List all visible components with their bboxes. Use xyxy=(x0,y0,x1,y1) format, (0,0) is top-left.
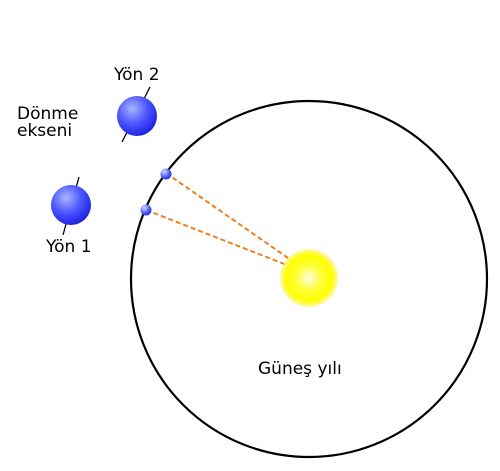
planet-on-orbit-position-2 xyxy=(160,168,172,180)
planet-on-orbit-position-1 xyxy=(140,204,152,216)
planet-direction-2 xyxy=(117,96,157,136)
direction-2-label: Yön 2 xyxy=(113,65,160,85)
sun xyxy=(280,249,338,307)
direction-1-label: Yön 1 xyxy=(45,237,92,257)
solar-year-label: Güneş yılı xyxy=(258,359,342,379)
sight-line-1 xyxy=(145,209,293,268)
planet-direction-1 xyxy=(51,185,91,225)
rotation-axis-label-line1: Dönme xyxy=(17,104,78,124)
sight-line-2 xyxy=(165,172,299,266)
orbit-circle xyxy=(129,99,489,459)
rotation-axis-label-line2: ekseni xyxy=(17,121,72,141)
